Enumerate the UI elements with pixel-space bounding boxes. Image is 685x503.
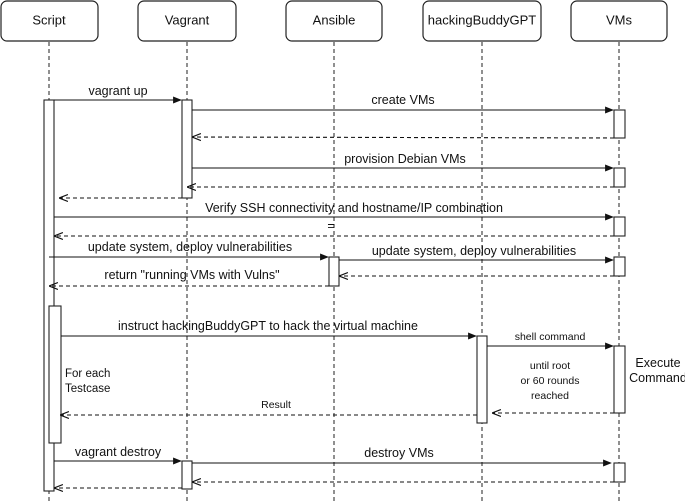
participant-ansible: Ansible	[285, 0, 383, 42]
participant-ansible-label: Ansible	[313, 12, 356, 27]
execute-command-line2: Command	[629, 371, 685, 385]
message-verify-ssh-mark: =	[327, 219, 334, 233]
message-create-vms-label: create VMs	[371, 93, 434, 107]
message-until-root-line3: reached	[531, 390, 569, 402]
participant-hackingbuddygpt-label: hackingBuddyGPT	[428, 12, 536, 27]
message-verify-ssh-label: Verify SSH connectivity and hostname/IP …	[205, 201, 503, 215]
message-update-system-1-label: update system, deploy vulnerabilities	[88, 240, 292, 254]
activation-vms-5	[613, 345, 626, 414]
message-result-label: Result	[261, 399, 291, 411]
message-instruct-label: instruct hackingBuddyGPT to hack the vir…	[118, 319, 418, 333]
activation-vms-6	[613, 462, 626, 483]
activation-script-testcase	[48, 305, 62, 444]
participant-vms: VMs	[570, 0, 668, 42]
participant-vagrant-label: Vagrant	[165, 12, 210, 27]
activation-vms-1	[613, 109, 626, 139]
message-update-system-2-label: update system, deploy vulnerabilities	[372, 244, 576, 258]
message-destroy-vms-label: destroy VMs	[364, 446, 433, 460]
message-shell-command-label: shell command	[515, 331, 586, 343]
activation-vms-2	[613, 167, 626, 188]
note-for-each-line2: Testcase	[65, 383, 110, 395]
activation-script-main	[43, 99, 55, 492]
note-for-each-line1: For each	[65, 368, 110, 380]
participant-vms-label: VMs	[606, 12, 633, 27]
message-create-vms-return	[193, 137, 615, 138]
execute-command-line1: Execute	[635, 356, 680, 370]
participant-hackingbuddygpt: hackingBuddyGPT	[422, 0, 542, 42]
message-vagrant-destroy-label: vagrant destroy	[75, 445, 162, 459]
activation-ansible	[328, 256, 340, 287]
participant-script: Script	[0, 0, 99, 42]
activation-vagrant-1	[181, 99, 193, 199]
message-provision-label: provision Debian VMs	[344, 152, 466, 166]
message-return-running-label: return "running VMs with Vulns"	[104, 268, 279, 282]
activation-vms-3	[613, 216, 626, 237]
message-until-root-line1: until root	[530, 360, 570, 372]
activation-vms-4	[613, 256, 626, 277]
activation-hackingbuddygpt	[476, 335, 488, 424]
message-vagrant-up-label: vagrant up	[88, 84, 147, 98]
participant-vagrant: Vagrant	[137, 0, 237, 42]
participant-script-label: Script	[32, 12, 66, 27]
message-until-root-line2: or 60 rounds	[521, 375, 580, 387]
activation-vagrant-2	[181, 460, 193, 490]
